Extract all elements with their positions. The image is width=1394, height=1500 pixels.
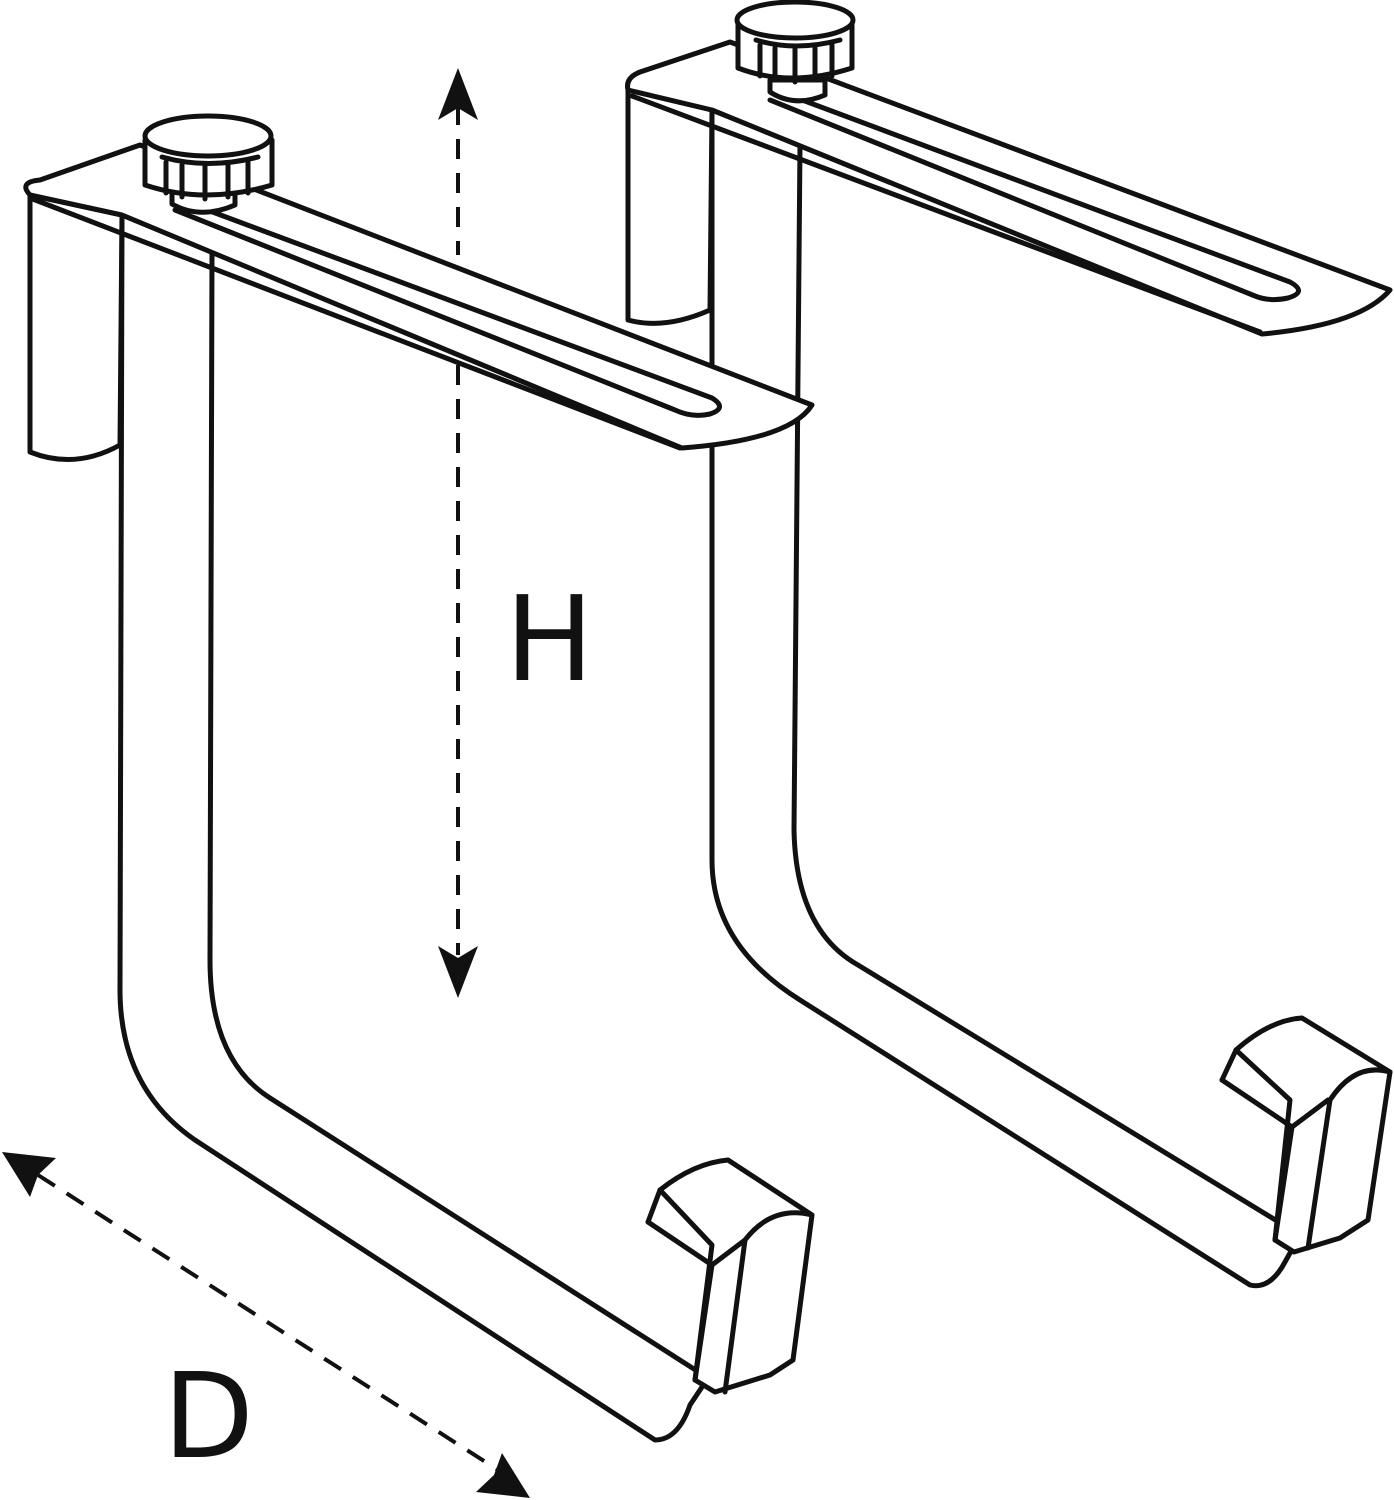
height-dimension: H [438, 68, 594, 998]
front-bracket-hook [657, 1157, 815, 1395]
height-label: H [505, 570, 594, 708]
height-arrow-up-icon [438, 68, 478, 120]
front-bracket-arm [23, 142, 815, 451]
back-bracket-slot [767, 85, 1301, 303]
front-bracket [23, 113, 815, 1443]
depth-dimension: D [2, 1152, 530, 1498]
back-bracket-wall-plate [625, 87, 715, 326]
front-bracket-slot [172, 195, 722, 418]
depth-dimension-line [36, 1173, 500, 1472]
depth-arrow-up-left-icon [2, 1152, 56, 1197]
back-bracket-body [709, 107, 1303, 1289]
front-bracket-wall-plate [27, 192, 125, 463]
front-bracket-body [117, 212, 711, 1443]
depth-label: D [163, 1347, 254, 1485]
front-bracket-knob [142, 113, 275, 215]
height-arrow-down-icon [438, 946, 478, 998]
back-bracket [625, 0, 1393, 1289]
depth-arrow-down-right-icon [476, 1453, 530, 1498]
back-bracket-arm [625, 39, 1393, 337]
back-bracket-knob [734, 0, 856, 104]
